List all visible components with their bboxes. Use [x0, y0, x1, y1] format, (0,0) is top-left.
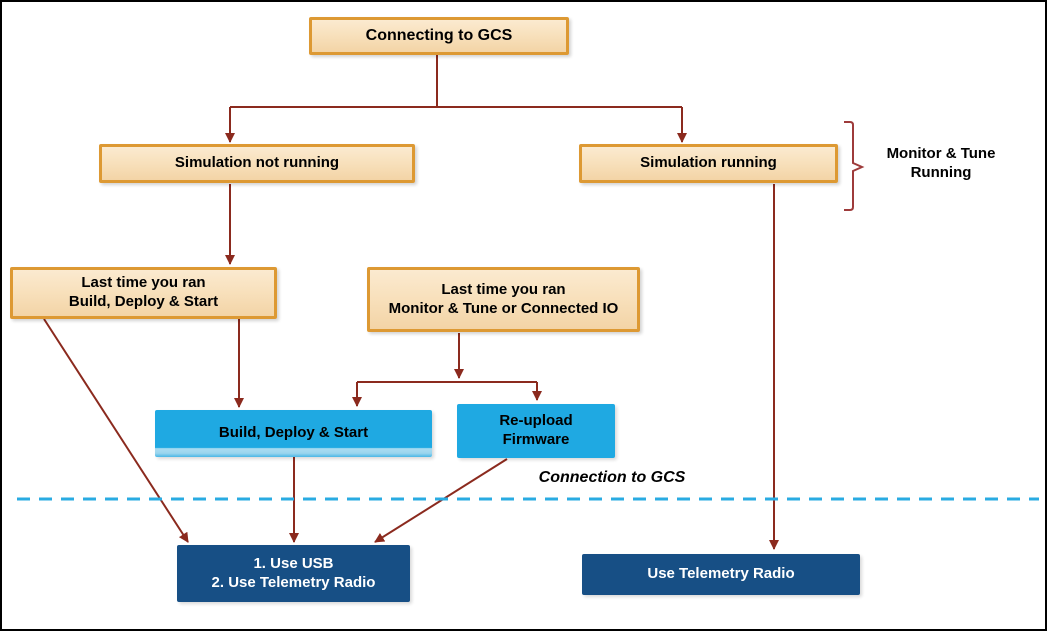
node-label-line1: 1. Use USB	[253, 554, 334, 572]
node-use-usb-or-telemetry: 1. Use USB 2. Use Telemetry Radio	[177, 545, 410, 602]
node-reupload-firmware: Re-upload Firmware	[457, 404, 615, 458]
annotation-monitor-tune-running: Monitor & Tune Running	[867, 145, 1015, 183]
node-label: Simulation not running	[174, 154, 340, 172]
connector-top-stem	[230, 55, 682, 108]
node-last-time-monitor-tune: Last time you ran Monitor & Tune or Conn…	[367, 267, 640, 332]
annotation-label: Connection to GCS	[538, 469, 686, 486]
node-simulation-not-running: Simulation not running	[99, 144, 415, 183]
annotation-connection-to-gcs: Connection to GCS	[517, 468, 707, 488]
annotation-line2: Running	[910, 163, 972, 181]
node-label-line2: Firmware	[502, 431, 570, 448]
node-label-line2: Build, Deploy & Start	[68, 293, 219, 310]
node-build-deploy-start: Build, Deploy & Start	[155, 410, 432, 457]
node-label: Use Telemetry Radio	[647, 565, 795, 583]
node-simulation-running: Simulation running	[579, 144, 838, 183]
node-label: Build, Deploy & Start	[218, 424, 369, 442]
node-label-line1: Last time you ran	[81, 274, 206, 292]
node-label: Connecting to GCS	[365, 27, 513, 44]
brace-bracket	[844, 121, 865, 211]
node-use-telemetry-radio: Use Telemetry Radio	[582, 554, 860, 595]
node-label-line2: 2. Use Telemetry Radio	[211, 573, 376, 591]
node-label-line1: Re-upload	[499, 412, 573, 430]
node-label-line1: Last time you ran	[441, 280, 566, 298]
node-label-line2: Monitor & Tune or Connected IO	[388, 299, 619, 317]
connector-lastbds-to-usb	[43, 318, 189, 543]
node-label: Simulation running	[640, 154, 777, 172]
node-connecting-to-gcs: Connecting to GCS	[309, 17, 569, 55]
annotation-line1: Monitor & Tune	[886, 145, 996, 162]
node-last-time-build-deploy-start: Last time you ran Build, Deploy & Start	[10, 267, 277, 319]
